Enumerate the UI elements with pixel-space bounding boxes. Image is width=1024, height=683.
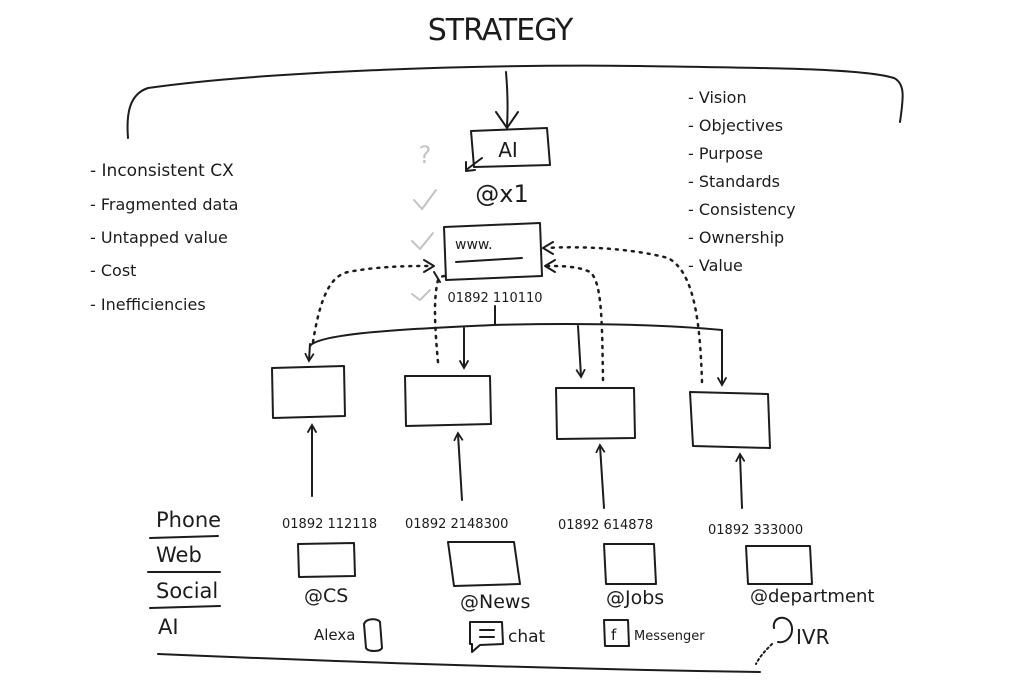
feedback-arrow-head [433, 271, 441, 283]
feedback-arrow-head [544, 259, 556, 273]
column-social: @CS [304, 585, 348, 607]
chat-bubble-lines [479, 629, 495, 638]
tree-branch [309, 322, 723, 347]
right-list-item: - Ownership [688, 228, 784, 247]
column-ai: Messenger [634, 629, 705, 644]
web-window-icon [297, 542, 356, 578]
channel-box [271, 365, 346, 419]
column-ai: Alexa [314, 626, 355, 644]
right-list-item: - Vision [688, 88, 747, 107]
left-list-item: - Inconsistent CX [90, 161, 234, 181]
input-arrow [453, 431, 464, 501]
feedback-arrow [546, 264, 605, 382]
ai-box [470, 127, 551, 168]
number-label: @x1 [475, 180, 528, 208]
right-list-item: - Objectives [688, 116, 783, 135]
channel-label-web: Web [156, 543, 202, 567]
smart-speaker-icon [363, 618, 383, 652]
right-list-item: - Consistency [688, 200, 796, 219]
channel-underline [149, 605, 221, 609]
facebook-messenger-icon [603, 619, 630, 647]
arrow-strategy-head [495, 111, 519, 129]
channel-underline [149, 535, 219, 539]
faint-tick-icon [413, 189, 437, 211]
input-arrows [307, 423, 746, 509]
ai-label: AI [498, 138, 518, 162]
faint-tick-icon [411, 289, 431, 302]
channel-column-2: 01892 2148300 @News chat [405, 517, 546, 653]
channel-box [404, 375, 492, 427]
column-social: @Jobs [606, 587, 664, 609]
web-window-icon [745, 545, 813, 585]
ai-pointer-head [465, 161, 476, 172]
arrow-strategy-to-ai [505, 71, 509, 127]
faint-question-mark: ? [419, 141, 432, 169]
telephone-handset-icon [772, 616, 794, 644]
left-list-item: - Fragmented data [90, 195, 238, 214]
column-ai: chat [508, 627, 546, 647]
feedback-arrow [311, 264, 434, 344]
hub: AI @x1 www. 01892 110110 ? [411, 127, 551, 306]
column-social: @News [460, 591, 530, 613]
web-window-icon [447, 541, 521, 587]
channel-boxes [271, 365, 771, 449]
chat-bubble-icon [469, 621, 504, 653]
column-phone: 01892 333000 [708, 523, 803, 538]
right-list: - Vision - Objectives - Purpose - Standa… [688, 88, 796, 275]
handset-cord [755, 643, 773, 665]
column-ai: IVR [796, 625, 830, 649]
web-box [443, 222, 543, 281]
left-list-item: - Untapped value [90, 228, 228, 247]
channel-column-3: 01892 614878 @Jobs f Messenger [558, 518, 705, 647]
right-list-item: - Purpose [688, 144, 763, 163]
distribution-tree [304, 305, 727, 387]
strategy-bracket [126, 64, 904, 139]
tree-arrow [304, 343, 315, 363]
web-box-label: www. [455, 237, 493, 253]
channel-box [689, 391, 771, 449]
title: STRATEGY [428, 13, 574, 48]
web-window-icon [603, 543, 657, 585]
baseline-stroke [157, 653, 761, 673]
channel-column-4: 01892 333000 @department IVR [708, 523, 875, 665]
feedback-arrow [433, 274, 448, 364]
channel-column-1: 01892 112118 @CS Alexa [282, 517, 383, 652]
facebook-f-glyph: f [611, 626, 617, 644]
feedback-arrow-head [423, 259, 435, 273]
input-arrow [735, 452, 746, 509]
ai-pointer [465, 157, 483, 171]
channel-label-ai: AI [158, 615, 179, 639]
tree-arrow [575, 325, 586, 379]
channel-box [555, 387, 636, 440]
channel-label-phone: Phone [156, 508, 221, 532]
column-phone: 01892 614878 [558, 518, 653, 533]
feedback-arrow [544, 246, 704, 384]
feedback-arrows [311, 241, 704, 384]
faint-tick-icon [411, 232, 434, 251]
web-box-line [455, 257, 523, 263]
left-list: - Inconsistent CX - Fragmented data - Un… [90, 161, 238, 314]
channel-labels: Phone Web Social AI [147, 508, 761, 673]
column-phone: 01892 112118 [282, 517, 377, 532]
column-phone: 01892 2148300 [405, 517, 508, 532]
input-arrow [595, 443, 606, 509]
right-list-item: - Standards [688, 172, 780, 191]
right-list-item: - Value [688, 256, 743, 275]
left-list-item: - Inefficiencies [90, 295, 206, 314]
channel-label-social: Social [156, 579, 218, 603]
feedback-arrow-head [542, 241, 554, 255]
column-social: @department [750, 586, 875, 607]
left-list-item: - Cost [90, 261, 136, 280]
hub-phone: 01892 110110 [447, 291, 542, 306]
